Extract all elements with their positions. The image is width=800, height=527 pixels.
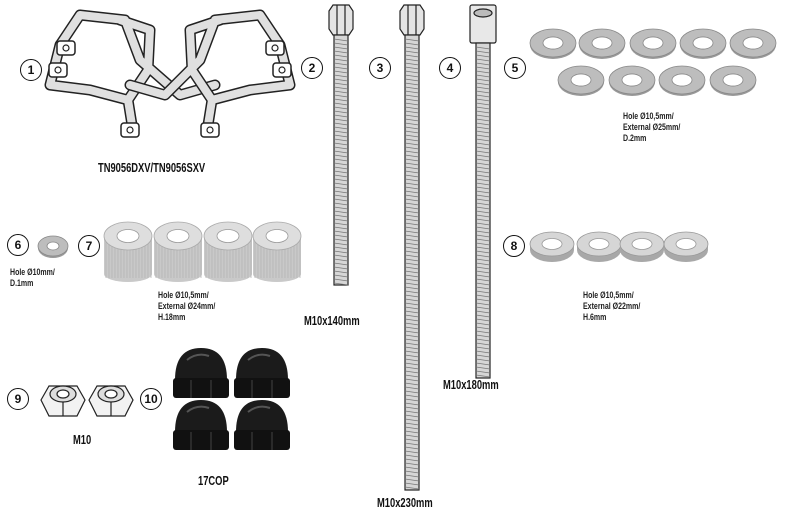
bolt-shaft <box>475 42 491 379</box>
washer-22mm-spec: Hole Ø10,5mm/ External Ø22mm/ H.6mm <box>583 290 641 322</box>
callout-1: 1 <box>20 59 42 81</box>
washer-25mm-5 <box>729 28 777 59</box>
bolt-m10x140 <box>328 4 354 286</box>
washer-small <box>37 235 69 258</box>
nut-cap-3 <box>173 400 229 450</box>
washer-25mm-spec: Hole Ø10,5mm/ External Ø25mm/ D.2mm <box>623 111 681 143</box>
bracket-code-label: TN9056DXV/TN9056SXV <box>98 160 206 175</box>
bolt-m10x230 <box>399 4 425 491</box>
mounting-brackets <box>44 9 296 138</box>
washer-25mm-4 <box>679 28 727 59</box>
washer-25mm-9 <box>709 65 757 96</box>
callout-3: 3 <box>369 57 391 79</box>
callout-6: 6 <box>7 234 29 256</box>
cap-label: 17COP <box>198 473 229 488</box>
bolt-m10x230-label: M10x230mm <box>377 495 433 510</box>
washer-25mm-7 <box>608 65 656 96</box>
callout-9: 9 <box>7 388 29 410</box>
spacer-2 <box>153 221 203 282</box>
callout-8: 8 <box>503 235 525 257</box>
nut-cap-4 <box>234 400 290 450</box>
callout-5: 5 <box>504 57 526 79</box>
lock-nut-2 <box>88 385 134 417</box>
spacer-4 <box>252 221 302 282</box>
callout-4: 4 <box>439 57 461 79</box>
spacer-1 <box>103 221 153 282</box>
spacer-3 <box>203 221 253 282</box>
bolt-m10x140-label: M10x140mm <box>304 313 360 328</box>
spacer-spec: Hole Ø10,5mm/ External Ø24mm/ H.18mm <box>158 290 216 322</box>
washer-25mm-1 <box>529 28 577 59</box>
washer-25mm-8 <box>658 65 706 96</box>
washer-22mm-1 <box>529 231 575 262</box>
nut-label: M10 <box>73 432 92 447</box>
callout-2: 2 <box>301 57 323 79</box>
washer-22mm-2 <box>576 231 622 262</box>
washer-22mm-4 <box>663 231 709 262</box>
hex-head <box>399 4 425 36</box>
nut-cap-1 <box>173 348 229 398</box>
nut-cap-2 <box>234 348 290 398</box>
washer-25mm-2 <box>578 28 626 59</box>
bolt-m10x180 <box>469 4 497 379</box>
callout-7: 7 <box>78 235 100 257</box>
washer-25mm-6 <box>557 65 605 96</box>
callout-10: 10 <box>140 388 162 410</box>
bolt-m10x180-label: M10x180mm <box>443 377 499 392</box>
lock-nut-1 <box>40 385 86 417</box>
hex-head <box>328 4 354 36</box>
washer-25mm-3 <box>629 28 677 59</box>
washer-22mm-3 <box>619 231 665 262</box>
washer-small-spec: Hole Ø10mm/ D.1mm <box>10 267 55 288</box>
